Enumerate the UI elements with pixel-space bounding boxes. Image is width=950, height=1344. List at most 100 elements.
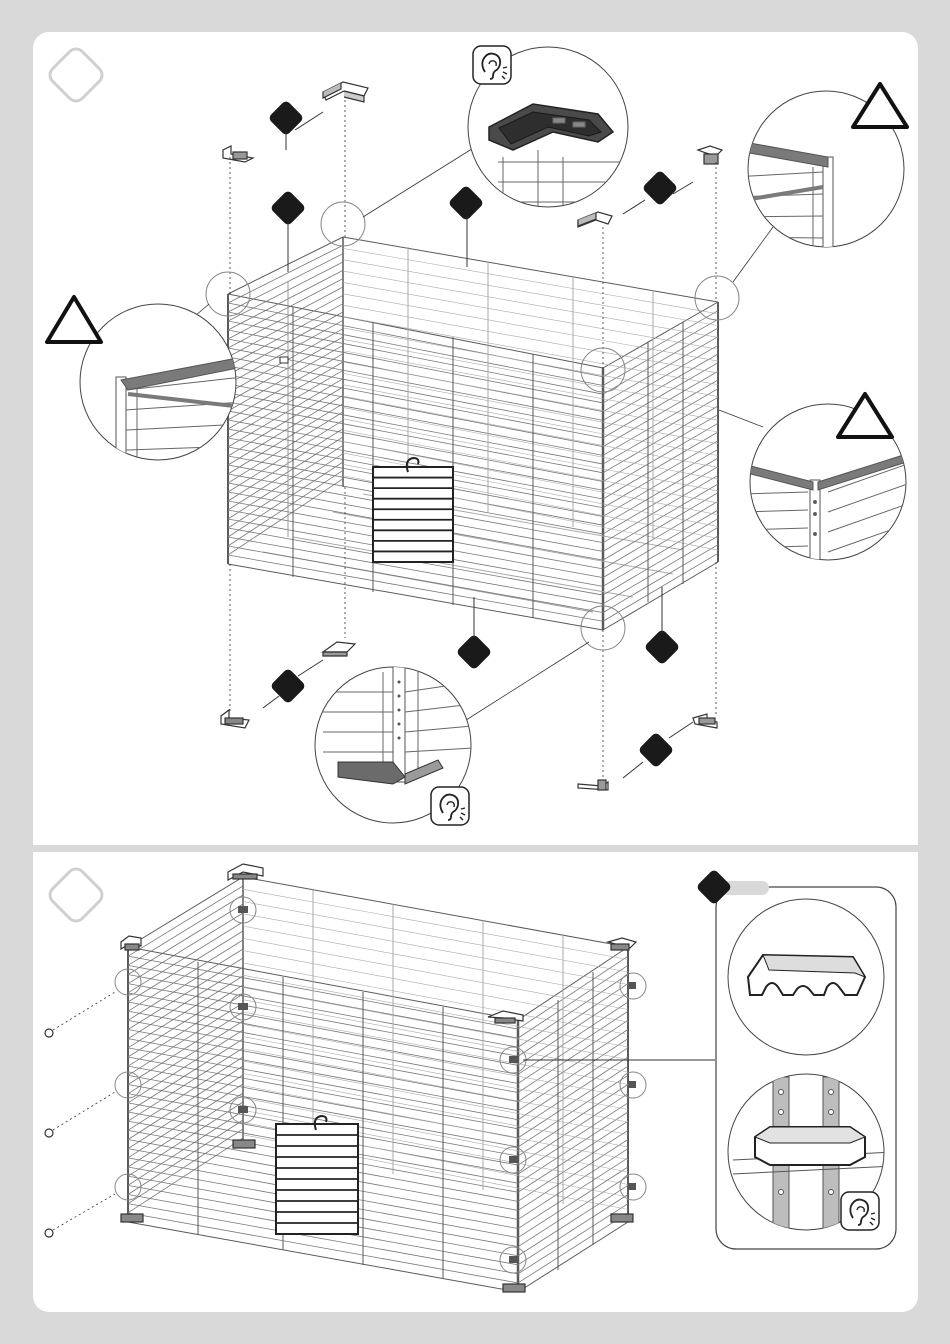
cage-bar xyxy=(603,380,718,447)
cage-bar xyxy=(603,406,718,473)
cage-bar xyxy=(518,965,628,1038)
cage-bar xyxy=(228,312,603,385)
cage-bar xyxy=(128,1039,243,1112)
part-badges xyxy=(268,100,681,769)
cage-bar xyxy=(343,351,718,421)
ear-click-icon xyxy=(841,1192,879,1230)
cage-bar xyxy=(518,1085,628,1157)
cage-bar xyxy=(228,393,603,464)
cage-bar xyxy=(243,1037,628,1110)
cage-bar xyxy=(603,441,718,508)
loose-clips xyxy=(45,992,115,1237)
step-2-illustration xyxy=(33,852,918,1312)
cage-bar xyxy=(518,1002,628,1074)
cage-bar xyxy=(228,375,603,447)
cage-bar xyxy=(518,1176,628,1247)
cage-bar xyxy=(228,303,603,377)
cage-bar xyxy=(518,1140,628,1211)
cage-bar xyxy=(603,467,718,534)
cage-bar xyxy=(603,475,718,542)
cage-bar xyxy=(343,362,718,432)
clip-detail-box xyxy=(696,869,896,1249)
cage-bar xyxy=(128,895,243,965)
cage-bar xyxy=(128,1030,243,1103)
cage-bar xyxy=(343,328,718,397)
cage-bar xyxy=(603,397,718,464)
cage-bar xyxy=(603,510,718,578)
cage-door xyxy=(373,467,453,562)
cage-bar xyxy=(228,362,343,429)
cage-bar xyxy=(518,1057,628,1129)
detail-markers xyxy=(206,202,739,650)
corner-bottom-back-right xyxy=(693,714,717,728)
detail-top-left-corner xyxy=(80,304,243,487)
cage-bar xyxy=(228,384,603,455)
step-1-panel xyxy=(33,32,918,845)
cage-bar xyxy=(603,519,718,587)
cage-bar xyxy=(603,354,718,420)
cage-bar xyxy=(518,1048,628,1120)
cage-bar xyxy=(518,1130,628,1201)
cage-bar xyxy=(228,245,343,303)
step-2-panel xyxy=(33,852,918,1312)
cage-bar xyxy=(128,956,518,1029)
cage-bar xyxy=(518,984,628,1057)
cage-bar xyxy=(228,370,343,438)
step-1-badge xyxy=(46,45,105,104)
cage-bar xyxy=(228,287,343,348)
cage-bar xyxy=(228,254,343,312)
step-2-badge xyxy=(46,865,105,924)
cage-bar xyxy=(518,1195,628,1265)
cage-bar xyxy=(228,295,343,357)
cage-bar xyxy=(603,415,718,482)
cage-assembled-exploded xyxy=(228,237,718,630)
cage-bar xyxy=(518,1030,628,1102)
ear-click-icon xyxy=(473,46,511,84)
cage-bar xyxy=(603,527,718,595)
cage-bar xyxy=(128,922,243,993)
cage-bar xyxy=(603,432,718,499)
cage-bar xyxy=(343,317,718,385)
cage-bar xyxy=(128,1003,243,1075)
corner-top-back-right xyxy=(698,146,722,164)
cage-bar xyxy=(228,402,603,473)
cage-bar xyxy=(128,913,243,984)
cage-bar xyxy=(518,975,628,1048)
cage-bar xyxy=(603,389,718,456)
cage-bar xyxy=(603,363,718,429)
cage-bar xyxy=(128,931,243,1002)
cage-bar xyxy=(128,886,243,956)
cage-assembled xyxy=(128,877,628,1292)
cage-bar xyxy=(603,493,718,560)
corner-bottom-back-left xyxy=(323,642,355,656)
cage-bar xyxy=(343,373,718,443)
cage-bar xyxy=(128,904,243,975)
cage-bar xyxy=(518,1149,628,1220)
ear-click-icon xyxy=(431,787,469,825)
cage-bar xyxy=(603,545,718,613)
cage-bar xyxy=(228,387,343,456)
cage-bar xyxy=(228,395,343,465)
corner-bottom-front-right xyxy=(578,780,608,790)
step-1-illustration xyxy=(33,32,918,845)
cage-bar xyxy=(228,357,603,429)
cage-bar xyxy=(603,553,718,621)
warning-triangle-icon xyxy=(47,297,101,342)
cage-bar xyxy=(128,1021,243,1094)
cage-bar xyxy=(518,1167,628,1238)
cage-bar xyxy=(228,379,343,447)
cage-bar xyxy=(228,354,343,420)
cage-bar xyxy=(518,1066,628,1138)
corner-top-front-right xyxy=(578,212,612,227)
cage-bar xyxy=(603,319,718,385)
cage-bar xyxy=(128,1012,243,1085)
cage-bar xyxy=(228,555,603,621)
cage-bar xyxy=(603,449,718,516)
cage-bar xyxy=(228,262,343,321)
cage-bar xyxy=(518,1011,628,1083)
cage-bar xyxy=(518,1213,628,1283)
cage-bar xyxy=(128,1048,243,1121)
cage-bar xyxy=(518,1103,628,1174)
cage-bar xyxy=(603,484,718,551)
corner-top-front-left xyxy=(223,146,253,162)
